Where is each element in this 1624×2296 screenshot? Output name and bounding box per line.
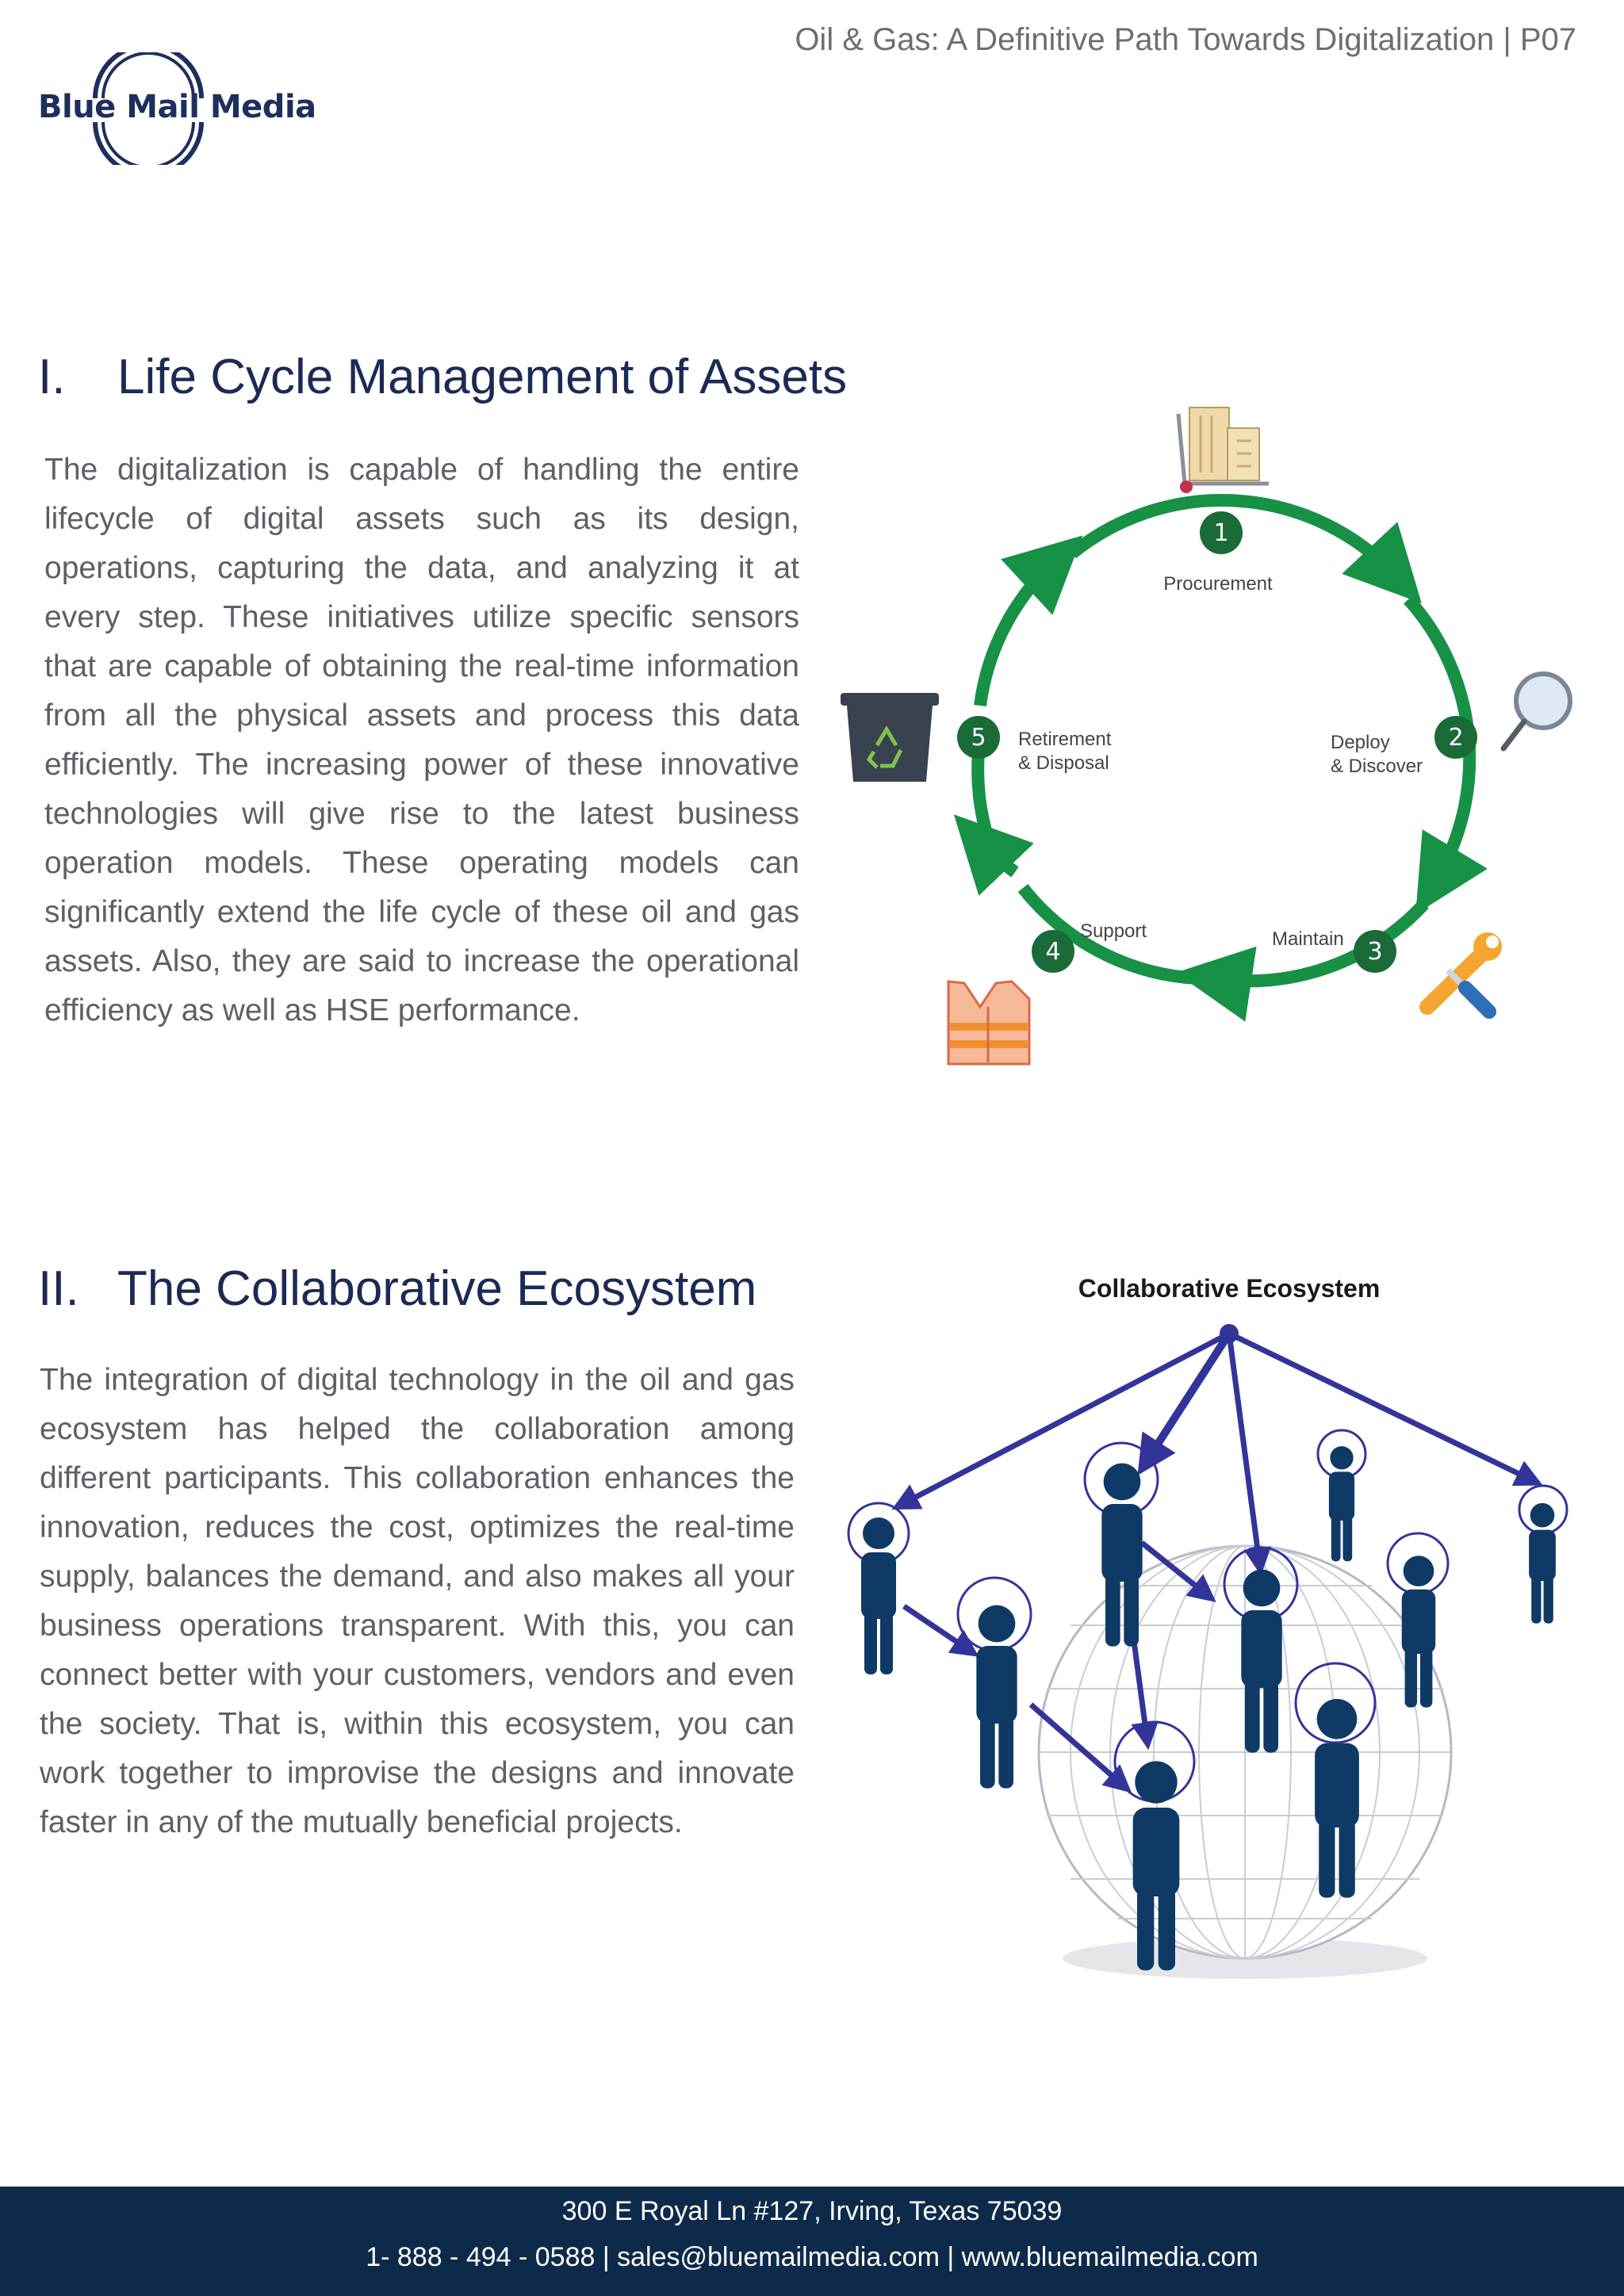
step-4-badge: 4 (1032, 930, 1074, 973)
step-2-badge: 2 (1434, 716, 1477, 759)
page-footer: 300 E Royal Ln #127, Irving, Texas 75039… (0, 2187, 1624, 2296)
section-1-number: I. (38, 350, 66, 404)
section-2-title: The Collaborative Ecosystem (117, 1261, 757, 1316)
section-1-body: The digitalization is capable of handlin… (44, 453, 799, 1027)
section-1-heading: I. Life Cycle Management of Assets (38, 349, 847, 405)
step-4-label: Support (1080, 920, 1147, 942)
person-icons (847, 1429, 1568, 1971)
step-3-label: Maintain (1272, 928, 1344, 950)
svg-text:1: 1 (1213, 519, 1228, 547)
section-2-body: The integration of digital technology in… (40, 1363, 795, 1839)
step-5-badge: 5 (957, 716, 1000, 759)
collaborative-ecosystem-figure: Collaborative Ecosystem (847, 1274, 1568, 1979)
safety-vest-icon (947, 980, 1031, 1066)
svg-text:4: 4 (1045, 938, 1060, 966)
logo-ring-icon (93, 52, 204, 165)
hub-node (1220, 1324, 1239, 1343)
step-3-badge: 3 (1354, 930, 1396, 973)
section-2-heading: II. The Collaborative Ecosystem (38, 1261, 756, 1317)
logo-text: Blue Mail Media (38, 89, 316, 125)
ecosystem-title: Collaborative Ecosystem (1078, 1274, 1381, 1303)
lifecycle-diagram: 1 Procurement 2 Deploy & Discover 3 Main… (841, 407, 1572, 1066)
footer-address: 300 E Royal Ln #127, Irving, Texas 75039 (561, 2196, 1063, 2226)
step-2-label-line1: Deploy (1331, 732, 1390, 753)
step-1-badge: 1 (1200, 511, 1243, 554)
svg-text:3: 3 (1367, 938, 1382, 966)
page-header-title: Oil & Gas: A Definitive Path Towards Dig… (795, 22, 1576, 57)
step-2-label-line2: & Discover (1331, 756, 1423, 777)
wrench-screwdriver-icon (1419, 932, 1502, 1019)
svg-text:5: 5 (971, 724, 986, 752)
section-2-number: II. (38, 1261, 79, 1316)
connection-arrows (891, 1330, 1543, 1793)
recycle-bin-icon (841, 693, 939, 782)
hand-truck-boxes-icon (1176, 407, 1269, 493)
svg-text:2: 2 (1448, 724, 1463, 752)
section-1-title: Life Cycle Management of Assets (117, 350, 848, 404)
step-5-label-line2: & Disposal (1018, 752, 1109, 774)
step-1-label: Procurement (1163, 573, 1273, 595)
footer-contact: 1- 888 - 494 - 0588 | sales@bluemailmedi… (366, 2242, 1258, 2272)
step-5-label-line1: Retirement (1018, 729, 1112, 750)
company-logo: Blue Mail Media (38, 52, 316, 165)
magnifier-icon (1500, 672, 1572, 752)
